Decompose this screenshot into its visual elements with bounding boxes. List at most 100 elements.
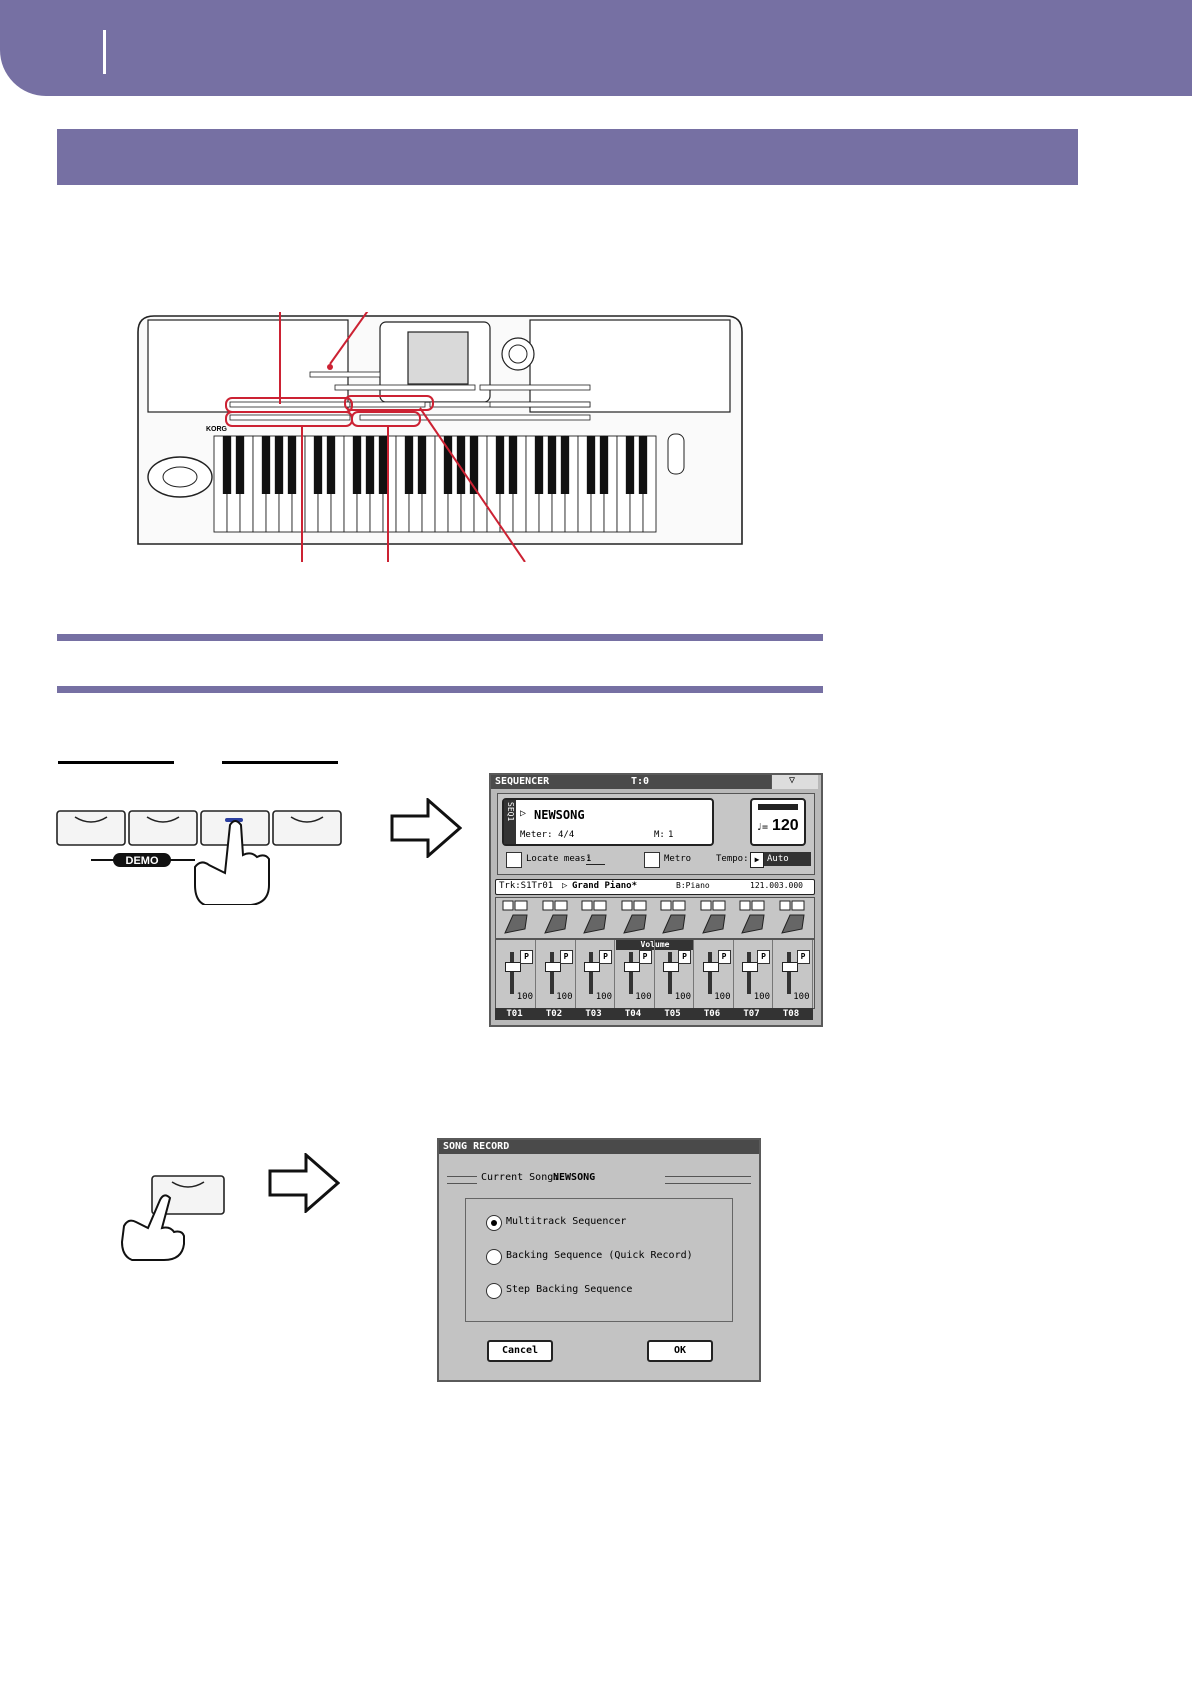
black-key: [222, 436, 232, 494]
fader-value: 100: [595, 992, 612, 1002]
fader-knob[interactable]: [702, 962, 719, 972]
fader-track: [668, 952, 672, 994]
strings-icon[interactable]: [695, 899, 733, 937]
p-indicator: P: [757, 950, 770, 964]
song-button-4[interactable]: [272, 810, 342, 846]
play-triangle-icon: ▷: [562, 881, 568, 891]
black-key: [638, 436, 648, 494]
fader-track: [747, 952, 751, 994]
track-icons-row: [495, 897, 815, 939]
rule-top: [57, 634, 823, 641]
fader-knob[interactable]: [742, 962, 758, 972]
fader-knob[interactable]: [663, 962, 679, 972]
fader-knob[interactable]: [584, 962, 600, 972]
cancel-button[interactable]: Cancel: [487, 1340, 553, 1362]
header-band: [0, 0, 1192, 96]
radio-multitrack[interactable]: [486, 1215, 502, 1231]
fader-track: [628, 952, 633, 994]
track-label: T02: [545, 1009, 563, 1019]
radio-backing-quick[interactable]: [486, 1249, 502, 1265]
p-indicator: P: [678, 950, 691, 964]
track-fader[interactable]: P 100: [773, 940, 813, 1008]
option-backing-quick[interactable]: Backing Sequence (Quick Record): [506, 1250, 693, 1261]
acoustic-guitar-icon[interactable]: [537, 899, 575, 937]
fader-knob[interactable]: [544, 962, 561, 972]
p-indicator: P: [599, 950, 612, 964]
locate-checkbox[interactable]: [506, 852, 522, 868]
rule-bottom: [57, 686, 823, 693]
track-info-bar[interactable]: Trk:S1Tr01 ▷ Grand Piano* B:Piano 121.00…: [495, 879, 815, 895]
ok-button[interactable]: OK: [647, 1340, 713, 1362]
current-song: NEWSONG: [553, 1172, 596, 1183]
song-button-2[interactable]: [128, 810, 198, 846]
black-key: [456, 436, 466, 494]
demo-label: DEMO: [126, 855, 159, 867]
radio-step-backing[interactable]: [486, 1283, 502, 1299]
bank: B:Piano: [676, 881, 710, 890]
fader-knob[interactable]: [781, 962, 798, 972]
panel-buttons: [229, 371, 591, 421]
metro-checkbox[interactable]: [644, 852, 660, 868]
pointing-hand-icon: [194, 820, 270, 905]
grand-piano-icon[interactable]: [497, 899, 535, 937]
fader-value: 100: [793, 992, 810, 1002]
tempo-mode[interactable]: Auto: [764, 852, 811, 866]
fader-knob[interactable]: [505, 962, 521, 972]
highlight-callouts: [225, 312, 526, 562]
tempo-box[interactable]: ♩= 120: [750, 798, 806, 846]
track-fader[interactable]: P 100: [654, 940, 694, 1008]
demo-badge: [113, 853, 171, 867]
fader-track: [786, 952, 791, 994]
brand-logo: KORG: [206, 426, 228, 433]
track-info: Trk:S1Tr01: [499, 881, 554, 891]
violin-icon[interactable]: [734, 899, 772, 937]
chevron-down-icon: ▽: [789, 775, 796, 786]
black-key: [495, 436, 505, 494]
locate-value[interactable]: 1: [586, 854, 606, 865]
guitar-icon[interactable]: [655, 899, 693, 937]
pointing-hand-icon: [120, 1194, 185, 1261]
fader-value: 100: [556, 992, 573, 1002]
option-step-backing[interactable]: Step Backing Sequence: [506, 1284, 633, 1295]
black-key: [560, 436, 570, 494]
song-button-1[interactable]: [56, 810, 126, 846]
volume-label: Volume: [616, 940, 694, 950]
measure-value: 1: [668, 830, 674, 840]
beat-indicator: [758, 804, 798, 810]
song-name: NEWSONG: [534, 808, 585, 822]
fader-value: 100: [714, 992, 731, 1002]
black-key: [365, 436, 375, 494]
song-name-box[interactable]: SEQ1 ▷ NEWSONG Meter: 4/4 M: 1: [502, 798, 714, 846]
screen-title: SEQUENCER: [495, 776, 550, 787]
fader-track: [589, 952, 593, 994]
track-label: T03: [585, 1009, 602, 1019]
fader-knob[interactable]: [623, 962, 640, 972]
black-key: [326, 436, 336, 494]
locate-label: Locate meas:: [526, 854, 592, 864]
menu-button[interactable]: ▽: [771, 775, 818, 789]
record-button[interactable]: [151, 1175, 225, 1215]
bass-guitar-icon[interactable]: [616, 899, 654, 937]
fader-value: 100: [516, 992, 533, 1002]
fader-value: 100: [674, 992, 691, 1002]
option-multitrack[interactable]: Multitrack Sequencer: [506, 1216, 627, 1227]
black-key: [404, 436, 414, 494]
current-song-label: Current Song:: [481, 1172, 560, 1183]
track-fader[interactable]: P 100: [575, 940, 615, 1008]
tempo-label: Tempo:: [716, 854, 749, 864]
p-indicator: P: [796, 950, 810, 964]
tempo-mode-play-icon[interactable]: ▶: [750, 852, 764, 868]
track-sound: Grand Piano*: [572, 881, 638, 891]
sequencer-screen: SEQUENCER T:0 ▽ SEQ1 ▷ NEWSONG Meter: 4/…: [489, 773, 823, 1027]
track-label: T06: [703, 1009, 721, 1019]
synth-keyboard-icon[interactable]: [774, 899, 812, 937]
black-key: [599, 436, 609, 494]
track-label: T01: [506, 1009, 523, 1019]
electric-guitar-icon[interactable]: [576, 899, 614, 937]
fader-track: [549, 952, 554, 994]
